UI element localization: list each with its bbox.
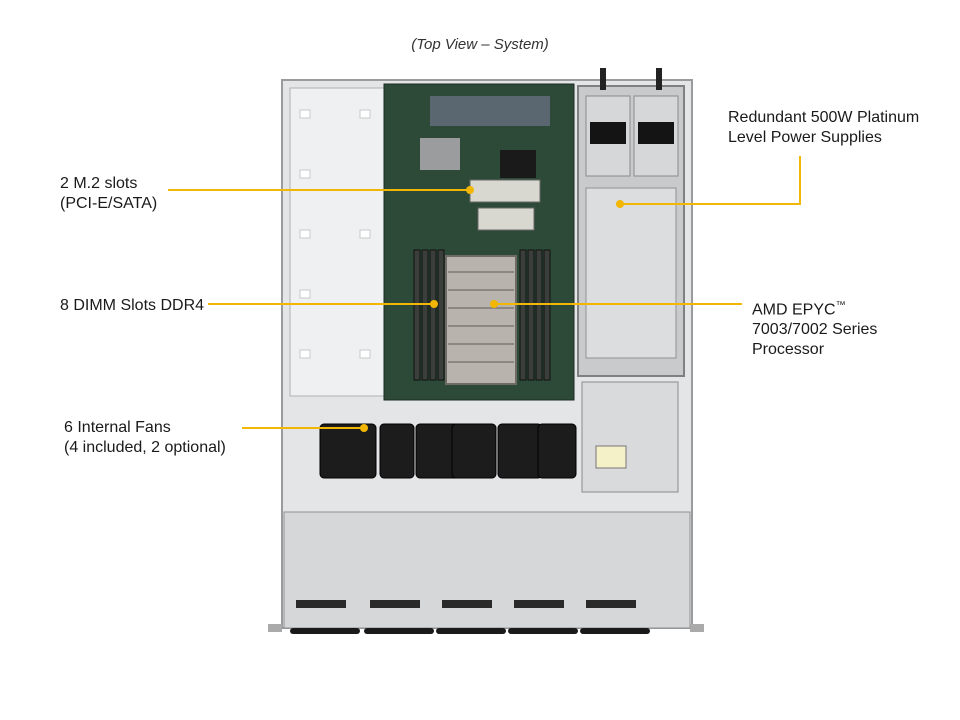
callout-lines bbox=[168, 156, 801, 429]
callout-cpu-line-2: 7003/7002 Series bbox=[752, 321, 878, 339]
power-supplies bbox=[577, 68, 685, 493]
figure-caption: (Top View – System) bbox=[411, 36, 549, 53]
callout-line-psu bbox=[620, 156, 801, 205]
callout-dot-cpu bbox=[490, 300, 498, 308]
callout-label-m2-slots: 2 M.2 slots (PCI-E/SATA) bbox=[60, 174, 157, 214]
dimm-slots bbox=[413, 249, 551, 381]
callout-label-power-supplies: Redundant 500W Platinum Level Power Supp… bbox=[728, 108, 919, 148]
callout-psu-line-2: Level Power Supplies bbox=[728, 129, 882, 146]
callout-psu-line-1: Redundant 500W Platinum bbox=[728, 109, 920, 126]
callout-label-dimm-slots: 8 DIMM Slots DDR4 bbox=[60, 296, 204, 316]
callout-cpu-brand: AMD EPYC bbox=[752, 301, 836, 319]
callout-cpu-line-1: AMD EPYC™ bbox=[752, 296, 877, 320]
front-drive-bay bbox=[268, 511, 704, 634]
cpu-heatsink bbox=[445, 255, 517, 385]
callout-dots bbox=[360, 186, 624, 432]
callout-m2-line-2: (PCI-E/SATA) bbox=[60, 195, 158, 212]
callout-fans-line-1: 6 Internal Fans bbox=[64, 419, 171, 436]
callout-label-processor: AMD EPYC™ 7003/7002 Series Processor bbox=[752, 296, 877, 360]
trademark-symbol: ™ bbox=[835, 300, 846, 311]
callout-cpu-line-3: Processor bbox=[752, 341, 825, 359]
callout-dot-m2 bbox=[466, 186, 474, 194]
callout-m2-line-1: 2 M.2 slots bbox=[60, 175, 138, 192]
callout-dot-fans bbox=[360, 424, 368, 432]
internal-fans bbox=[319, 423, 577, 479]
callout-dimm-line-1: 8 DIMM Slots DDR4 bbox=[60, 297, 205, 314]
callout-dot-psu bbox=[616, 200, 624, 208]
callout-dot-dimm bbox=[430, 300, 438, 308]
callout-label-internal-fans: 6 Internal Fans (4 included, 2 optional) bbox=[64, 418, 226, 458]
callout-fans-line-2: (4 included, 2 optional) bbox=[64, 439, 226, 456]
